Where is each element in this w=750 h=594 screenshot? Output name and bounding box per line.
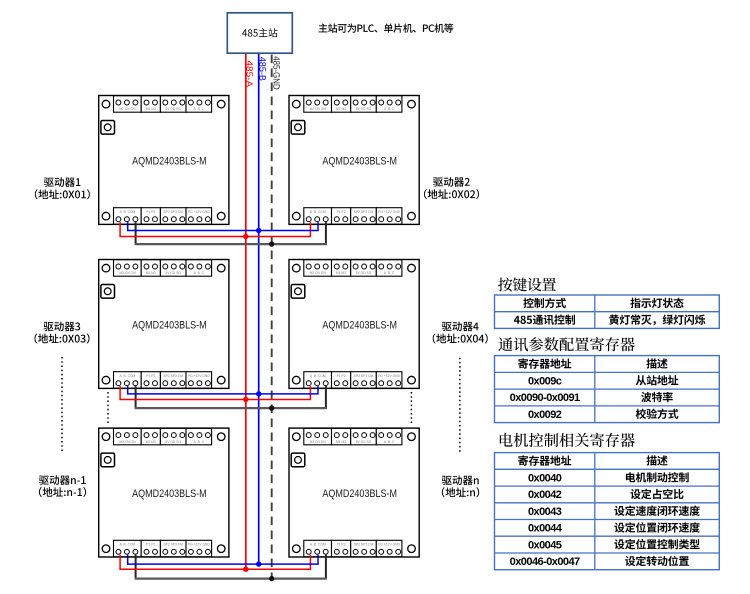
svg-text:0x0044: 0x0044 xyxy=(528,523,563,535)
svg-text:0x0092: 0x0092 xyxy=(528,409,562,421)
svg-text:0x0090-0x0091: 0x0090-0x0091 xyxy=(510,392,580,404)
svg-text:0x0040: 0x0040 xyxy=(528,472,562,484)
svg-text:0x0043: 0x0043 xyxy=(528,506,562,518)
svg-text:0x009c: 0x009c xyxy=(528,375,562,387)
svg-text:0x0042: 0x0042 xyxy=(528,489,562,501)
svg-text:0x0046-0x0047: 0x0046-0x0047 xyxy=(510,556,580,568)
svg-text:0x0045: 0x0045 xyxy=(528,539,562,551)
